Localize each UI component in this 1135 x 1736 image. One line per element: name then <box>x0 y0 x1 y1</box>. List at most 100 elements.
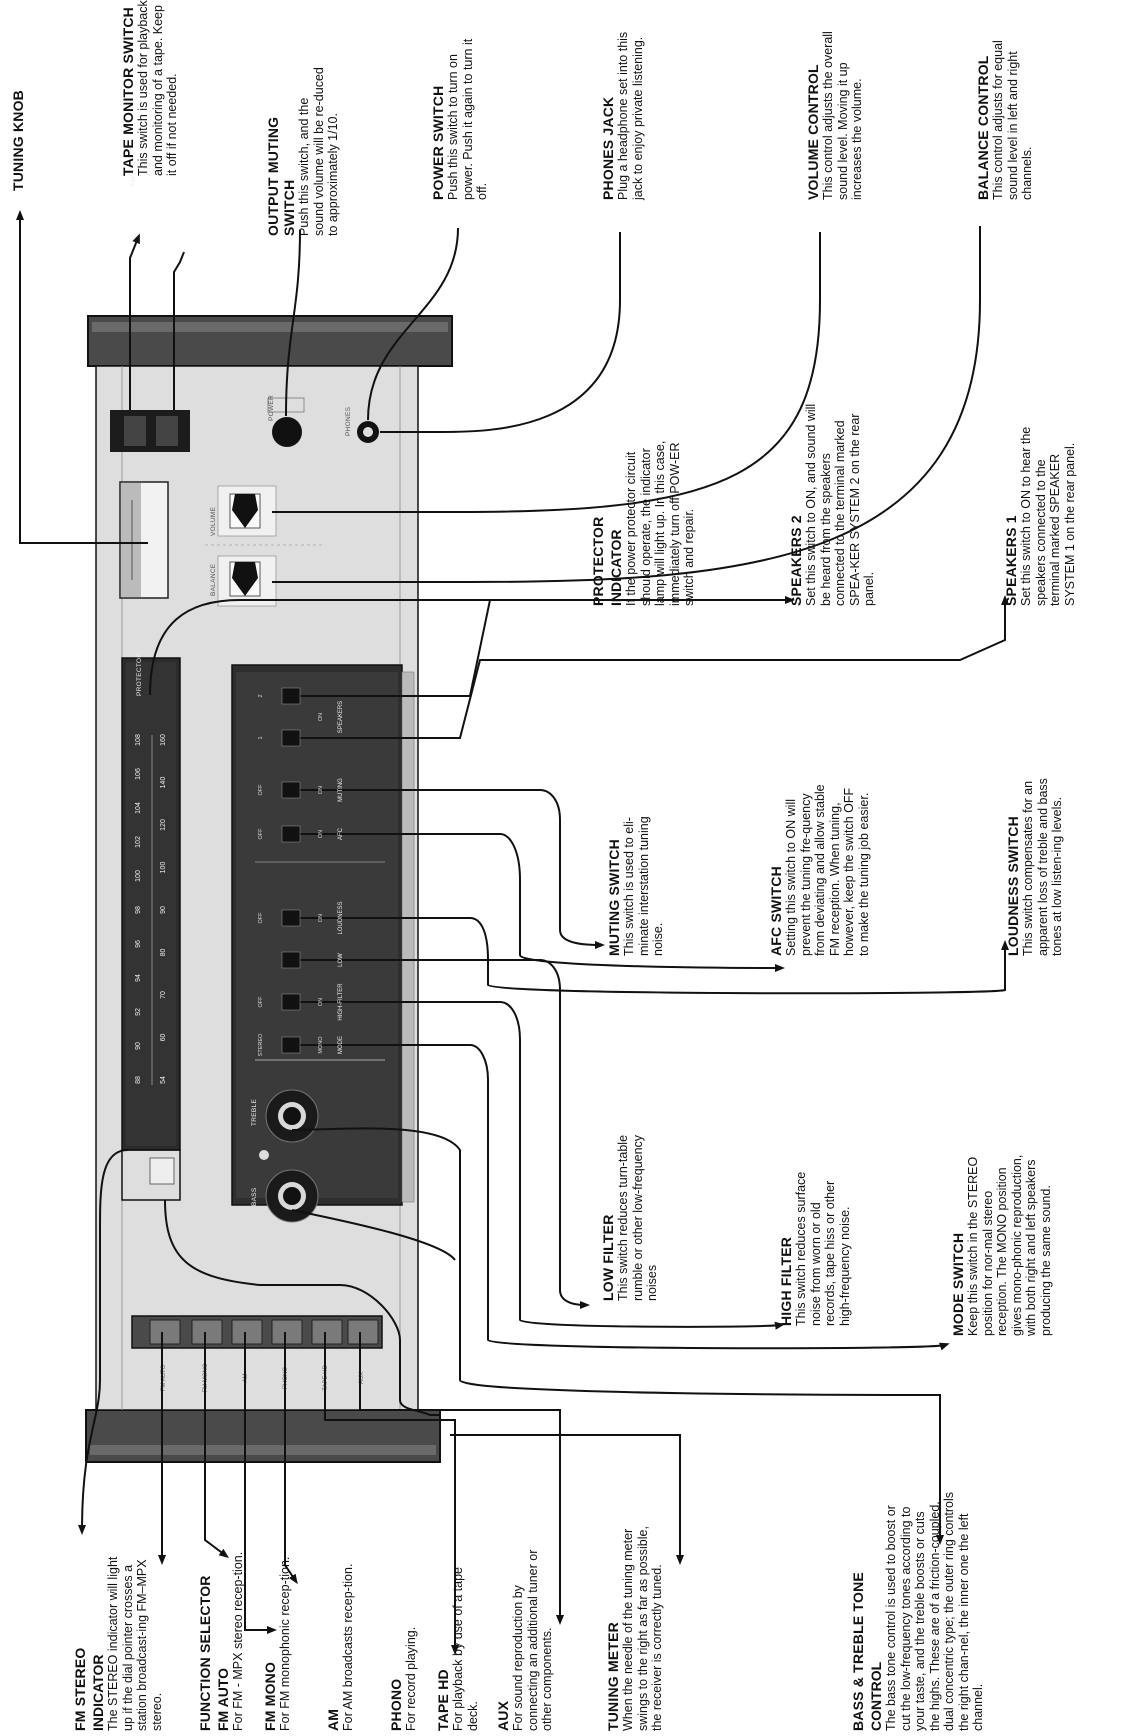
label-fm-mono: FM MONO For FM monophonic recep-tion. <box>262 1546 293 1731</box>
label-phones-jack-desc: Plug a headphone set into this jack to e… <box>616 31 645 200</box>
label-mode-desc: Keep this switch in the STEREO position … <box>966 1154 1053 1336</box>
label-low-filter: LOW FILTER This switch reduces turn-tabl… <box>600 1126 660 1301</box>
leader-speakers2 <box>300 596 795 697</box>
label-speakers1-title: SPEAKERS 1 <box>1003 515 1019 606</box>
label-output-muting: OUTPUT MUTING SWITCH Push this switch, a… <box>265 61 341 236</box>
label-bass-treble-desc: The bass tone control is used to boost o… <box>884 1491 985 1731</box>
am-scale-tick: 60 <box>160 1034 167 1042</box>
label-phones-jack-title: PHONES JACK <box>600 96 616 200</box>
label-muting-title: MUTING SWITCH <box>606 839 622 956</box>
label-function-selector-title2: FM AUTO <box>215 1668 231 1731</box>
leader-tape-hd <box>324 1332 459 1655</box>
leader-mode <box>300 1044 950 1351</box>
label-bass-treble-title: BASS & TREBLE TONE <box>850 1572 866 1731</box>
switch-state-label: OFF <box>258 828 264 840</box>
label-mode: MODE SWITCH Keep this switch in the STER… <box>950 1151 1053 1336</box>
fm-scale-tick: 96 <box>135 940 142 948</box>
switch-name-label: MUTING <box>338 778 344 802</box>
leader-volume <box>272 232 821 513</box>
leader-speakers1 <box>300 595 1009 739</box>
label-am-desc: For AM broadcasts recep-tion. <box>341 1563 355 1731</box>
label-power-switch-desc: Push this switch to turn on power. Push … <box>446 38 489 200</box>
function-button-label: AUX <box>359 1372 365 1384</box>
switch-state-label: ON <box>318 713 324 721</box>
leader-aux <box>359 1332 564 1625</box>
switch-name-label: AFC <box>338 827 344 840</box>
label-afc-title: AFC SWITCH <box>768 866 784 956</box>
leader-low-filter <box>300 959 590 1309</box>
switch-state-label: OFF <box>258 996 264 1008</box>
label-tape-hd-desc: For playback by use of a tape deck. <box>451 1567 480 1731</box>
label-aux-desc: For sound reproduction by connecting an … <box>511 1549 554 1731</box>
lever-switch <box>281 781 301 799</box>
label-protector: PROTECTOR INDICATOR If the power protect… <box>590 421 697 606</box>
leader-high-filter <box>300 1001 785 1330</box>
label-tuning-knob-title: TUNING KNOB <box>10 90 26 191</box>
leader-muting <box>300 789 605 949</box>
lever-switch <box>281 993 301 1011</box>
fm-scale-tick: 100 <box>135 870 142 882</box>
am-scale-tick: 90 <box>160 906 167 914</box>
label-mode-title: MODE SWITCH <box>950 1232 966 1336</box>
am-scale-tick: 140 <box>160 777 167 789</box>
leader-balance <box>272 226 981 583</box>
function-button <box>231 1319 263 1345</box>
switch-state-label: OFF <box>258 784 264 796</box>
function-button <box>149 1319 181 1345</box>
label-tuning-meter: TUNING METER When the needle of the tuni… <box>605 1521 665 1731</box>
label-speakers1-desc: Set this switch to ON to hear the speake… <box>1019 426 1077 606</box>
switch-state-label: ON <box>318 830 324 838</box>
switch-state-label: ON <box>318 786 324 794</box>
switch-name-label: SPEAKERS <box>338 701 344 733</box>
label-aux: AUX For sound reproduction by connecting… <box>495 1546 555 1731</box>
label-aux-title: AUX <box>495 1700 511 1731</box>
leader-loudness <box>300 917 1009 995</box>
label-speakers2-desc: Set this switch to ON, and sound will be… <box>804 403 876 606</box>
fm-scale-tick: 92 <box>135 1008 142 1016</box>
volume-panel-label: VOLUME <box>210 506 217 536</box>
label-volume-control-desc: This control adjusts the overall sound l… <box>821 31 864 200</box>
switch-state-label: ON <box>318 914 324 922</box>
leader-phones <box>380 232 621 433</box>
label-afc-desc: Setting this switch to ON will prevent t… <box>784 784 871 956</box>
leader-bass-treble <box>291 1127 944 1545</box>
label-speakers2-title: SPEAKERS 2 <box>788 515 804 606</box>
leader-tape-monitor <box>129 233 140 410</box>
label-am-title: AM <box>325 1708 341 1731</box>
bass-knob <box>265 1169 319 1223</box>
fm-scale-tick: 90 <box>135 1042 142 1050</box>
leader-fm-stereo <box>164 1199 440 1416</box>
leader-output-muting <box>173 251 185 410</box>
label-function-selector-title: FUNCTION SELECTOR <box>197 1575 213 1731</box>
label-loudness-desc: This switch compensates for an apparent … <box>1021 778 1064 956</box>
label-protector-title2: INDICATOR <box>608 529 624 606</box>
am-scale-tick: 80 <box>160 949 167 957</box>
switch-state-label: ON <box>318 998 324 1006</box>
label-high-filter-title: HIGH FILTER <box>778 1236 794 1326</box>
label-function-selector-desc: For FM - MPX stereo recep-tion. <box>231 1551 245 1731</box>
lever-switch <box>281 729 301 747</box>
leader-am <box>244 1332 277 1634</box>
label-tape-monitor-title: TAPE MONITOR SWITCH <box>120 7 136 176</box>
label-fm-stereo-title2: INDICATOR <box>90 1654 106 1731</box>
label-tape-hd: TAPE HD For playback by use of a tape de… <box>435 1546 480 1731</box>
fm-stereo-lamp <box>149 1157 175 1185</box>
label-low-filter-title: LOW FILTER <box>600 1214 616 1302</box>
label-afc: AFC SWITCH Setting this switch to ON wil… <box>768 776 871 956</box>
treble-panel-label: TREBLE <box>251 1098 258 1126</box>
label-muting-desc: This switch is used to eli-minate inters… <box>622 816 665 956</box>
power-button <box>272 417 302 447</box>
label-balance-control-desc: This control adjusts for equal sound lev… <box>991 40 1034 200</box>
function-button <box>311 1319 343 1345</box>
label-protector-desc: If the power protector circuit should op… <box>624 440 696 606</box>
label-loudness-title: LOUDNESS SWITCH <box>1005 816 1021 956</box>
lever-switch <box>281 909 301 927</box>
label-power-switch-title: POWER SWITCH <box>430 85 446 200</box>
label-tuning-meter-desc: When the needle of the tuning meter swin… <box>621 1526 664 1731</box>
fm-scale-tick: 88 <box>135 1076 142 1084</box>
fm-scale-tick: 98 <box>135 906 142 914</box>
label-protector-title: PROTECTOR <box>590 516 606 606</box>
label-phono-title: PHONO <box>388 1678 404 1731</box>
